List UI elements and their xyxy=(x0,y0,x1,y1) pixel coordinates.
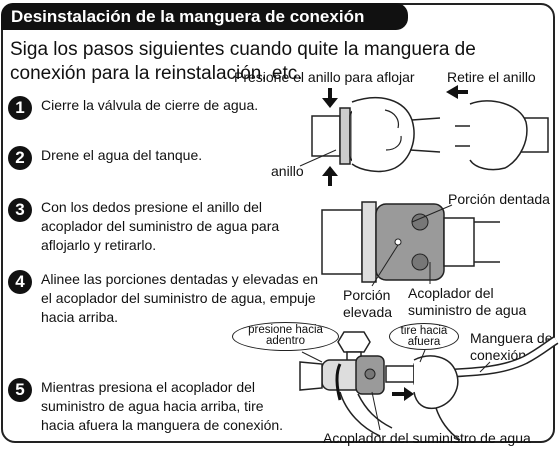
callout-push-in: presione hacia adentro xyxy=(232,322,339,351)
step-text: Con los dedos presione el anillo del aco… xyxy=(41,199,280,253)
callout-pull-out: tire hacia afuera xyxy=(389,323,459,350)
step-text: Drene el agua del tanque. xyxy=(41,147,203,163)
step-text: Mientras presiona el acoplador del sumin… xyxy=(41,379,284,433)
label-remove-ring: Retire el anillo xyxy=(447,69,536,85)
label-toothed-portion: Porción dentada xyxy=(448,191,550,207)
step-4: 4 Alinee las porciones dentadas y elevad… xyxy=(8,270,331,327)
step-number-badge: 2 xyxy=(8,146,32,170)
label-ring: anillo xyxy=(271,163,304,179)
callout-push-in-line1: presione hacia xyxy=(248,324,323,336)
step-number-badge: 1 xyxy=(8,96,32,120)
label-coupler-2: suministro de agua xyxy=(408,302,527,318)
step-text: Alinee las porciones dentadas y elevadas… xyxy=(41,271,319,325)
intro-text: Siga los pasos siguientes cuando quite l… xyxy=(10,39,476,84)
label-coupler-1: Acoplador del xyxy=(408,285,494,301)
step-5: 5 Mientras presiona el acoplador del sum… xyxy=(8,378,291,435)
label-raised-portion-1: Porción xyxy=(343,287,391,303)
callout-pull-out-line1: tire hacia xyxy=(400,325,448,337)
callout-push-in-line2: adentro xyxy=(265,335,305,347)
label-raised-portion-2: elevada xyxy=(343,304,393,320)
label-hose-2: conexión xyxy=(470,347,527,363)
step-number-badge: 4 xyxy=(8,270,32,294)
step-3: 3 Con los dedos presione el anillo del a… xyxy=(8,198,316,255)
step-2: 2 Drene el agua del tanque. xyxy=(8,146,291,170)
step-number-badge: 3 xyxy=(8,198,32,222)
callout-pull-out-line2: afuera xyxy=(407,336,441,348)
step-1: 1 Cierre la válvula de cierre de agua. xyxy=(8,96,331,120)
label-press-ring: Presione el anillo para aflojar xyxy=(234,69,415,85)
label-hose-1: Manguera de xyxy=(470,330,553,346)
title-bar: Desinstalación de la manguera de conexió… xyxy=(1,3,408,30)
page-title: Desinstalación de la manguera de conexió… xyxy=(11,7,365,26)
step-number-badge: 5 xyxy=(8,378,32,402)
step-text: Cierre la válvula de cierre de agua. xyxy=(41,97,259,113)
